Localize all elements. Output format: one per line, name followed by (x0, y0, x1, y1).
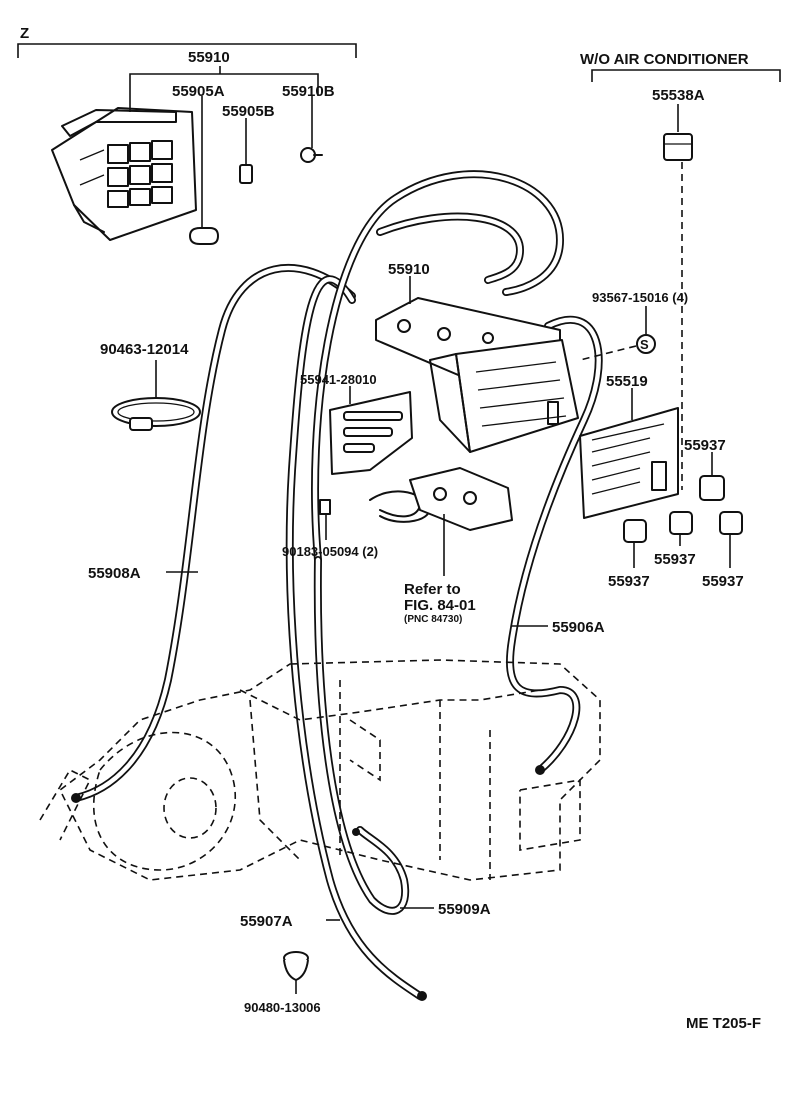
part-55538A-plug (663, 104, 693, 490)
control-panel-assembly (51, 107, 197, 241)
group-z-label: Z (20, 25, 29, 42)
refer-line-3: (PNC 84730) (404, 614, 462, 625)
footer-code: ME T205-F (686, 1015, 761, 1032)
heater-unit-outline (39, 659, 601, 881)
label-90183: 90183-05094 (2) (282, 544, 378, 559)
label-55941: 55941-28010 (300, 372, 377, 387)
bracket-group-wo-ac (591, 69, 781, 82)
label-55910-mid: 55910 (388, 261, 430, 278)
label-55909A: 55909A (438, 901, 491, 918)
blower-switch (409, 467, 513, 576)
part-90463-clamp (111, 360, 201, 431)
label-93567: 93567-15016 (4) (592, 290, 688, 305)
part-93567-screw: S (579, 306, 656, 361)
label-55937-b: 55937 (608, 573, 650, 590)
part-55941-plate (329, 386, 413, 475)
leader-55910-top (129, 73, 319, 112)
part-55937-knob-c (669, 511, 693, 546)
control-cables (71, 170, 603, 1001)
part-55937-knob-a (699, 452, 725, 501)
label-55908A: 55908A (88, 565, 141, 582)
label-90480: 90480-13006 (244, 1000, 321, 1015)
group-wo-ac-label: W/O AIR CONDITIONER (580, 51, 749, 68)
label-55519: 55519 (606, 373, 648, 390)
part-90480-grommet (283, 951, 309, 994)
label-55907A: 55907A (240, 913, 293, 930)
part-55937-knob-b (623, 519, 647, 568)
part-55519-panel (579, 388, 679, 519)
label-55905A: 55905A (172, 83, 225, 100)
part-55905A-knob (189, 96, 219, 245)
refer-line-2: FIG. 84-01 (404, 597, 476, 614)
label-55538A: 55538A (652, 87, 705, 104)
label-55937-d: 55937 (702, 573, 744, 590)
heater-control-unit (375, 297, 579, 453)
part-90183-clip (319, 490, 431, 540)
label-55910B: 55910B (282, 83, 335, 100)
label-55937-c: 55937 (654, 551, 696, 568)
label-55905B: 55905B (222, 103, 275, 120)
refer-line-1: Refer to (404, 581, 461, 598)
bracket-group-z (17, 43, 357, 58)
part-55937-knob-d (719, 511, 743, 568)
part-55905B-knob (239, 118, 253, 184)
part-55910B-screw (300, 96, 323, 163)
label-55906A: 55906A (552, 619, 605, 636)
label-55937-a: 55937 (684, 437, 726, 454)
label-55910-top: 55910 (188, 49, 230, 66)
screw-symbol: S (640, 337, 649, 352)
label-90463: 90463-12014 (100, 341, 189, 358)
